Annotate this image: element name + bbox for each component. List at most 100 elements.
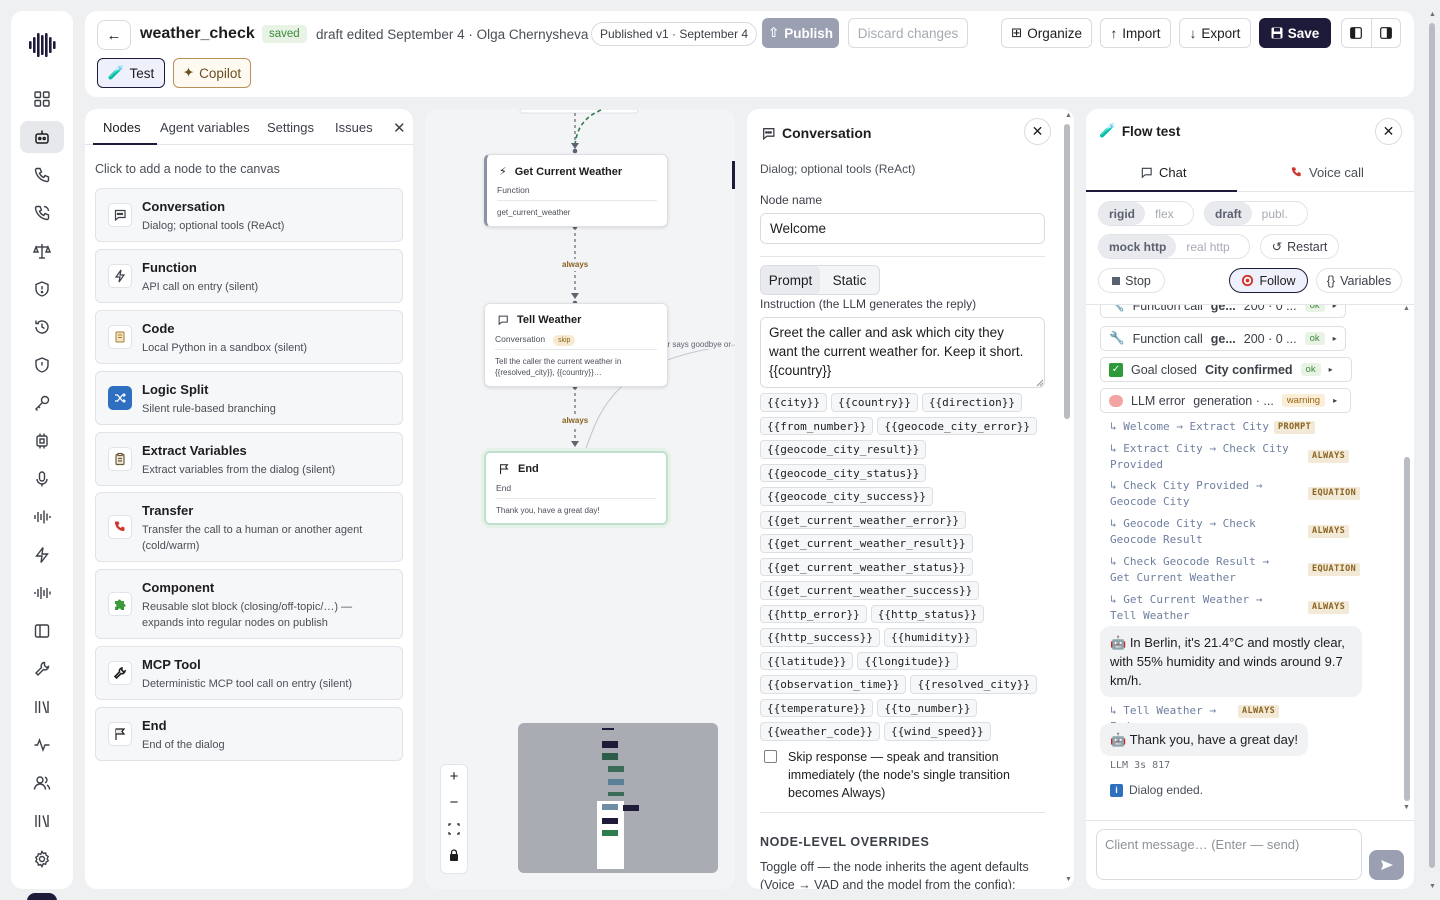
close-icon[interactable]: ✕ — [393, 120, 406, 137]
variables-button[interactable]: {}Variables — [1316, 268, 1402, 293]
instruction-textarea[interactable]: Greet the caller and ask which city they… — [760, 317, 1045, 388]
scrollbar-thumb[interactable] — [1429, 23, 1435, 868]
page-scrollbar[interactable]: ▲ ▼ — [1427, 11, 1437, 891]
lightning-nav-icon[interactable] — [20, 539, 64, 571]
scroll-up-arrow-icon[interactable]: ▲ — [1403, 305, 1410, 312]
variable-chip[interactable]: {{get_current_weather_success}} — [760, 581, 980, 600]
dashboard-nav-icon[interactable] — [20, 83, 64, 115]
publish-button[interactable]: ⇧Publish — [762, 18, 839, 48]
scrollbar-thumb[interactable] — [1064, 124, 1070, 419]
export-button[interactable]: ↓Export — [1179, 18, 1251, 48]
shield-alert-nav-icon[interactable] — [20, 273, 64, 305]
variable-chip[interactable]: {{wind_speed}} — [883, 722, 991, 741]
log-scrollbar[interactable]: ▲ ▼ — [1402, 305, 1412, 820]
waveform-nav-icon[interactable] — [20, 501, 64, 533]
test-button[interactable]: 🧪Test — [97, 58, 165, 88]
tab-chat[interactable]: Chat — [1140, 165, 1186, 180]
tools-nav-icon[interactable] — [20, 653, 64, 685]
right-panel-toggle-icon[interactable] — [1370, 19, 1401, 47]
tab-prompt[interactable]: Prompt — [761, 266, 820, 294]
stop-button[interactable]: Stop — [1098, 268, 1165, 293]
variable-chip[interactable]: {{geocode_city_result}} — [760, 440, 927, 459]
flow-node-tell-weather[interactable]: Tell Weather Conversation skip Tell the … — [484, 303, 668, 387]
audio-nav-icon[interactable] — [20, 577, 64, 609]
variable-chip[interactable]: {{geocode_city_success}} — [760, 487, 933, 506]
variable-chip[interactable]: {{to_number}} — [877, 698, 978, 717]
scales-nav-icon[interactable] — [20, 235, 64, 267]
node-type-logic-split[interactable]: Logic Split Silent rule-based branching — [95, 371, 403, 425]
node-type-conversation[interactable]: Conversation Dialog; optional tools (ReA… — [95, 188, 403, 242]
node-type-code[interactable]: Code Local Python in a sandbox (silent) — [95, 310, 403, 364]
history-nav-icon[interactable] — [20, 311, 64, 343]
variable-chip[interactable]: {{latitude}} — [760, 651, 854, 670]
discard-changes-button[interactable]: Discard changes — [848, 18, 968, 48]
books-nav-icon[interactable] — [20, 805, 64, 837]
variable-chip[interactable]: {{geocode_city_error}} — [877, 416, 1038, 435]
variable-chip[interactable]: {{temperature}} — [760, 698, 874, 717]
tab-issues[interactable]: Issues — [335, 120, 373, 135]
node-type-function[interactable]: Function API call on entry (silent) — [95, 249, 403, 303]
variable-chip[interactable]: {{observation_time}} — [760, 675, 907, 694]
agents-nav-icon[interactable] — [20, 121, 64, 153]
settings-gear-icon[interactable] — [20, 843, 64, 875]
scroll-down-arrow-icon[interactable]: ▼ — [1065, 876, 1072, 883]
user-avatar[interactable] — [27, 893, 57, 900]
organize-button[interactable]: ⊞Organize — [1001, 18, 1092, 48]
close-icon[interactable]: ✕ — [1375, 118, 1402, 145]
variable-chip[interactable]: {{humidity}} — [883, 628, 978, 647]
send-button[interactable] — [1369, 850, 1404, 880]
fit-view-icon[interactable] — [441, 822, 467, 836]
mode-rigid[interactable]: rigid — [1099, 202, 1145, 225]
close-icon[interactable]: ✕ — [1024, 118, 1051, 145]
scroll-down-arrow-icon[interactable]: ▼ — [1403, 804, 1410, 811]
client-message-input[interactable]: Client message… (Enter — send) — [1096, 829, 1362, 880]
import-button[interactable]: ↑Import — [1100, 18, 1171, 48]
phone-calls-nav-icon[interactable] — [20, 197, 64, 229]
scroll-up-arrow-icon[interactable]: ▲ — [1429, 11, 1436, 18]
node-type-extract-variables[interactable]: Extract Variables Extract variables from… — [95, 432, 403, 486]
library-nav-icon[interactable] — [20, 691, 64, 723]
tab-static[interactable]: Static — [832, 272, 867, 288]
shield-nav-icon[interactable] — [20, 349, 64, 381]
left-panel-toggle-icon[interactable] — [1342, 19, 1371, 47]
tab-nodes[interactable]: Nodes — [103, 120, 141, 135]
scrollbar-thumb[interactable] — [1404, 457, 1410, 801]
mode-flex[interactable]: flex — [1155, 206, 1174, 221]
node-type-component[interactable]: Component Reusable slot block (closing/o… — [95, 569, 403, 639]
variable-chip[interactable]: {{http_success}} — [760, 628, 880, 647]
variable-chip[interactable]: {{weather_code}} — [760, 722, 880, 741]
editor-scrollbar[interactable]: ▲ ▼ — [1062, 112, 1072, 887]
variable-chip[interactable]: {{country}} — [830, 393, 918, 412]
tab-voice-call[interactable]: Voice call — [1290, 165, 1364, 180]
variable-chip[interactable]: {{http_error}} — [760, 604, 867, 623]
microphone-nav-icon[interactable] — [20, 463, 64, 495]
zoom-out-icon[interactable]: − — [449, 794, 459, 811]
variable-chip[interactable]: {{get_current_weather_result}} — [760, 534, 973, 553]
chip-nav-icon[interactable] — [20, 425, 64, 457]
back-button[interactable]: ← — [97, 20, 131, 50]
follow-button[interactable]: Follow — [1229, 268, 1308, 293]
zoom-in-icon[interactable]: + — [449, 768, 459, 785]
minimap[interactable] — [518, 723, 718, 873]
variable-chip[interactable]: {{resolved_city}} — [910, 675, 1038, 694]
lock-icon[interactable] — [441, 848, 467, 862]
tab-agent-variables[interactable]: Agent variables — [160, 120, 250, 135]
flow-node-get-current-weather[interactable]: ⚡Get Current Weather Function get_curren… — [484, 154, 668, 227]
node-type-transfer[interactable]: Transfer Transfer the call to a human or… — [95, 492, 403, 562]
scroll-down-arrow-icon[interactable]: ▼ — [1429, 883, 1436, 890]
variable-chip[interactable]: {{geocode_city_status}} — [760, 463, 927, 482]
variable-chip[interactable]: {{from_number}} — [760, 416, 874, 435]
mock-http[interactable]: mock http — [1099, 235, 1177, 258]
node-type-mcp-tool[interactable]: MCP Tool Deterministic MCP tool call on … — [95, 646, 403, 700]
resize-handle-icon[interactable] — [1036, 379, 1044, 387]
phone-nav-icon[interactable] — [20, 159, 64, 191]
key-nav-icon[interactable] — [20, 387, 64, 419]
variable-chip[interactable]: {{city}} — [760, 393, 827, 412]
save-button[interactable]: Save — [1259, 18, 1331, 48]
skip-response-checkbox[interactable] — [764, 750, 777, 763]
